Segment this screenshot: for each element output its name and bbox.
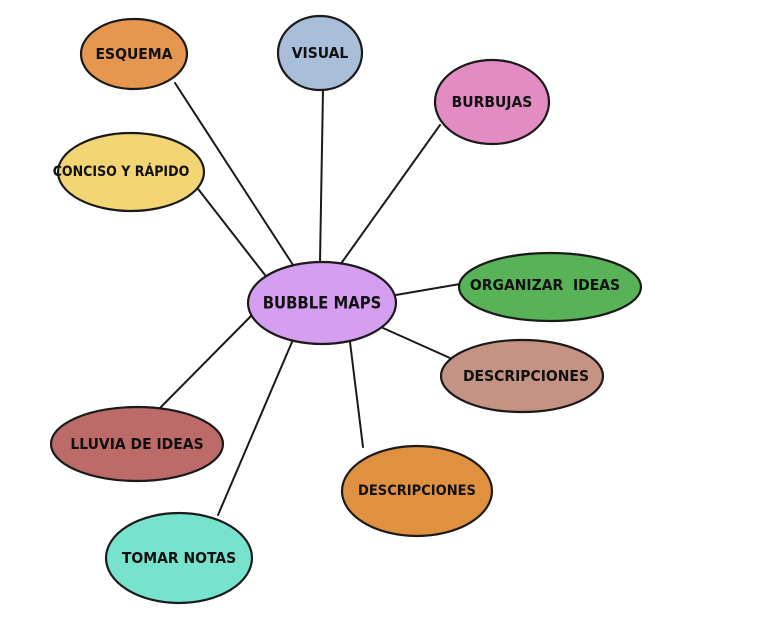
connector-visual (319, 89, 324, 263)
bubble-descripciones-2-shape (340, 444, 494, 538)
connector-descripciones-2 (349, 341, 364, 448)
bubble-conciso-shape (56, 131, 206, 213)
bubble-lluvia-shape (49, 405, 225, 483)
bubble-burbujas-label: BURBUJAS (452, 93, 533, 111)
center-bubble: BUBBLE MAPS (246, 260, 398, 346)
connector-tomar-notas (217, 341, 293, 516)
connector-conciso (194, 184, 266, 276)
bubble-descripciones-2: DESCRIPCIONES (340, 444, 494, 538)
connectors (157, 82, 461, 516)
connector-descripciones-1 (382, 327, 451, 359)
bubble-visual-shape (276, 14, 364, 92)
bubble-organizar: ORGANIZAR IDEAS (457, 251, 643, 323)
bubble-descripciones-1-shape (439, 338, 605, 414)
bubble-visual-label: VISUAL (292, 44, 349, 62)
bubble-esquema-shape (79, 17, 189, 91)
bubble-conciso: CONCISO Y RÁPIDO (53, 131, 206, 213)
bubble-tomar-notas-label: TOMAR NOTAS (122, 549, 236, 567)
connector-lluvia (157, 314, 253, 411)
connector-organizar (389, 283, 461, 297)
bubble-esquema-label: ESQUEMA (96, 45, 173, 63)
bubble-burbujas: BURBUJAS (433, 58, 551, 146)
bubble-esquema: ESQUEMA (79, 17, 189, 91)
bubble-tomar-notas-shape (104, 511, 254, 605)
center-bubble-shape (246, 260, 398, 346)
bubble-tomar-notas: TOMAR NOTAS (104, 511, 254, 605)
bubble-organizar-label: ORGANIZAR IDEAS (470, 276, 620, 294)
bubble-organizar-shape (457, 251, 643, 323)
connector-burbujas (339, 124, 441, 266)
connector-esquema (174, 82, 296, 269)
bubble-lluvia: LLUVIA DE IDEAS (49, 405, 225, 483)
bubble-burbujas-shape (433, 58, 551, 146)
bubble-lluvia-label: LLUVIA DE IDEAS (70, 435, 203, 453)
center-bubble-label: BUBBLE MAPS (263, 294, 382, 313)
bubble-descripciones-1: DESCRIPCIONES (439, 338, 605, 414)
bubble-conciso-label: CONCISO Y RÁPIDO (53, 163, 190, 180)
bubble-descripciones-2-label: DESCRIPCIONES (358, 483, 476, 499)
bubble-descripciones-1-label: DESCRIPCIONES (463, 367, 589, 385)
bubble-visual: VISUAL (276, 14, 364, 92)
